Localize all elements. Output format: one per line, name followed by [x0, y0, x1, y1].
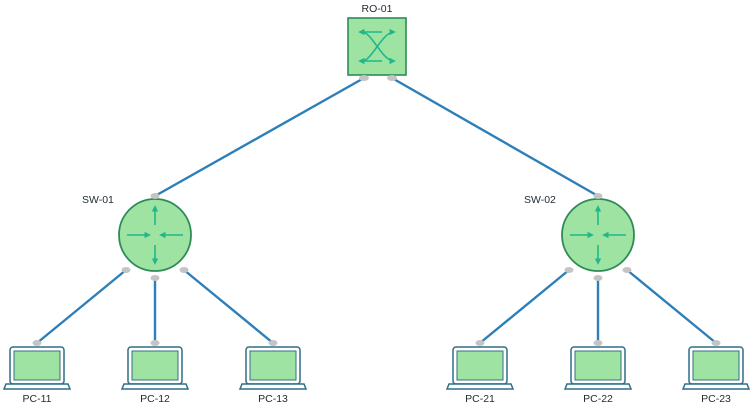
- port-icon: [387, 75, 397, 81]
- port-icon: [593, 193, 603, 199]
- link-sw01-pc11[interactable]: [35, 268, 128, 345]
- pc-node-pc23[interactable]: PC-23: [681, 340, 751, 405]
- pc-node-pc11[interactable]: PC-11: [2, 340, 72, 405]
- pc-node-pc21[interactable]: PC-21: [445, 340, 515, 405]
- router-icon: [347, 17, 407, 76]
- port-icon: [268, 340, 278, 346]
- links: [35, 76, 718, 345]
- pc-label: PC-21: [465, 393, 495, 405]
- port-icon: [150, 340, 160, 346]
- link-sw01-pc13[interactable]: [182, 268, 275, 345]
- port-icon: [593, 340, 603, 346]
- pc-label: PC-12: [140, 393, 170, 405]
- laptop-icon: [238, 346, 308, 390]
- port-icon: [150, 275, 160, 281]
- port-icon: [475, 340, 485, 346]
- router-label: RO-01: [362, 3, 393, 15]
- port-icon: [121, 267, 131, 273]
- router-node[interactable]: RO-01: [347, 3, 407, 81]
- port-icon: [150, 193, 160, 199]
- laptop-icon: [2, 346, 72, 390]
- link-sw02-pc23[interactable]: [625, 268, 718, 345]
- pc-label: PC-13: [258, 393, 288, 405]
- port-icon: [359, 75, 369, 81]
- laptop-icon: [563, 346, 633, 390]
- link-sw02-pc21[interactable]: [478, 268, 571, 345]
- port-icon: [711, 340, 721, 346]
- port-icon: [622, 267, 632, 273]
- switch-label: SW-01: [82, 194, 114, 206]
- pc-node-pc12[interactable]: PC-12: [120, 340, 190, 405]
- pc-label: PC-11: [23, 393, 52, 405]
- laptop-icon: [681, 346, 751, 390]
- port-icon: [593, 275, 603, 281]
- port-icon: [179, 267, 189, 273]
- switch-icon: [118, 198, 192, 272]
- pc-node-pc13[interactable]: PC-13: [238, 340, 308, 405]
- pc-label: PC-23: [701, 393, 731, 405]
- switch-node-sw01[interactable]: SW-01: [82, 193, 192, 281]
- switch-label: SW-02: [524, 194, 556, 206]
- switch-icon: [561, 198, 635, 272]
- pc-label: PC-22: [583, 393, 613, 405]
- laptop-icon: [120, 346, 190, 390]
- switch-node-sw02[interactable]: SW-02: [524, 193, 635, 281]
- pc-node-pc22[interactable]: PC-22: [563, 340, 633, 405]
- link-ro01-sw01[interactable]: [153, 76, 366, 198]
- port-icon: [564, 267, 574, 273]
- laptop-icon: [445, 346, 515, 390]
- port-icon: [32, 340, 42, 346]
- link-ro01-sw02[interactable]: [390, 76, 600, 198]
